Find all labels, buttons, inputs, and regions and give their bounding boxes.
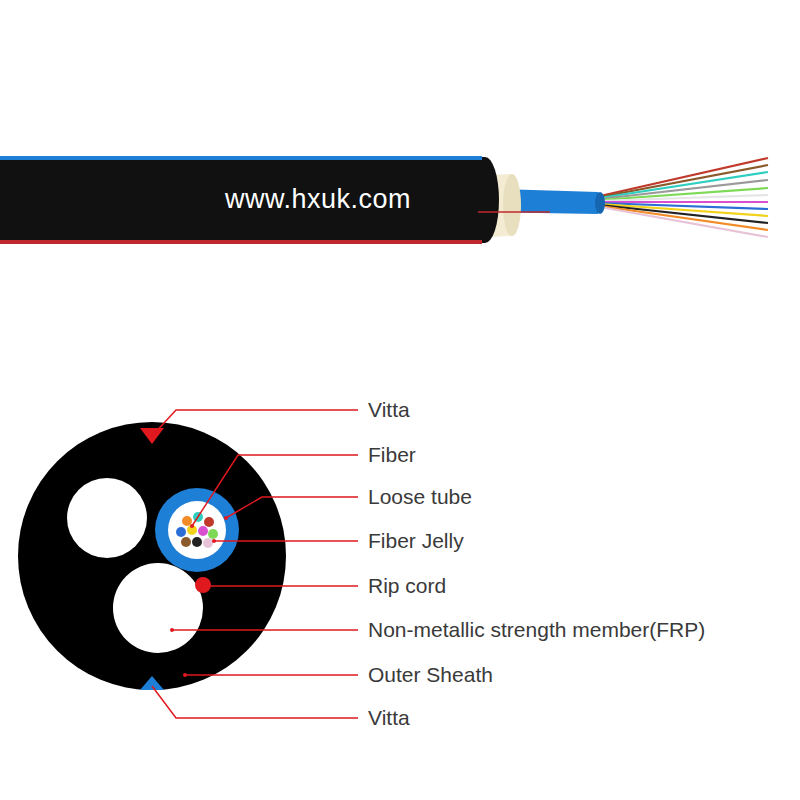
leader-lines [152, 410, 358, 718]
fiber-fan [600, 158, 768, 237]
part-label: Outer Sheath [368, 662, 493, 688]
part-label: Loose tube [368, 484, 472, 510]
part-label: Fiber Jelly [368, 528, 464, 554]
part-label: Non-metallic strength member(FRP) [368, 617, 705, 643]
website-label: www.hxuk.com [225, 183, 411, 215]
part-label: Fiber [368, 442, 416, 468]
part-label: Vitta [368, 705, 410, 731]
cross-section [18, 422, 286, 690]
part-label: Rip cord [368, 573, 446, 599]
leader-dots [170, 516, 228, 677]
part-label: Vitta [368, 397, 410, 423]
